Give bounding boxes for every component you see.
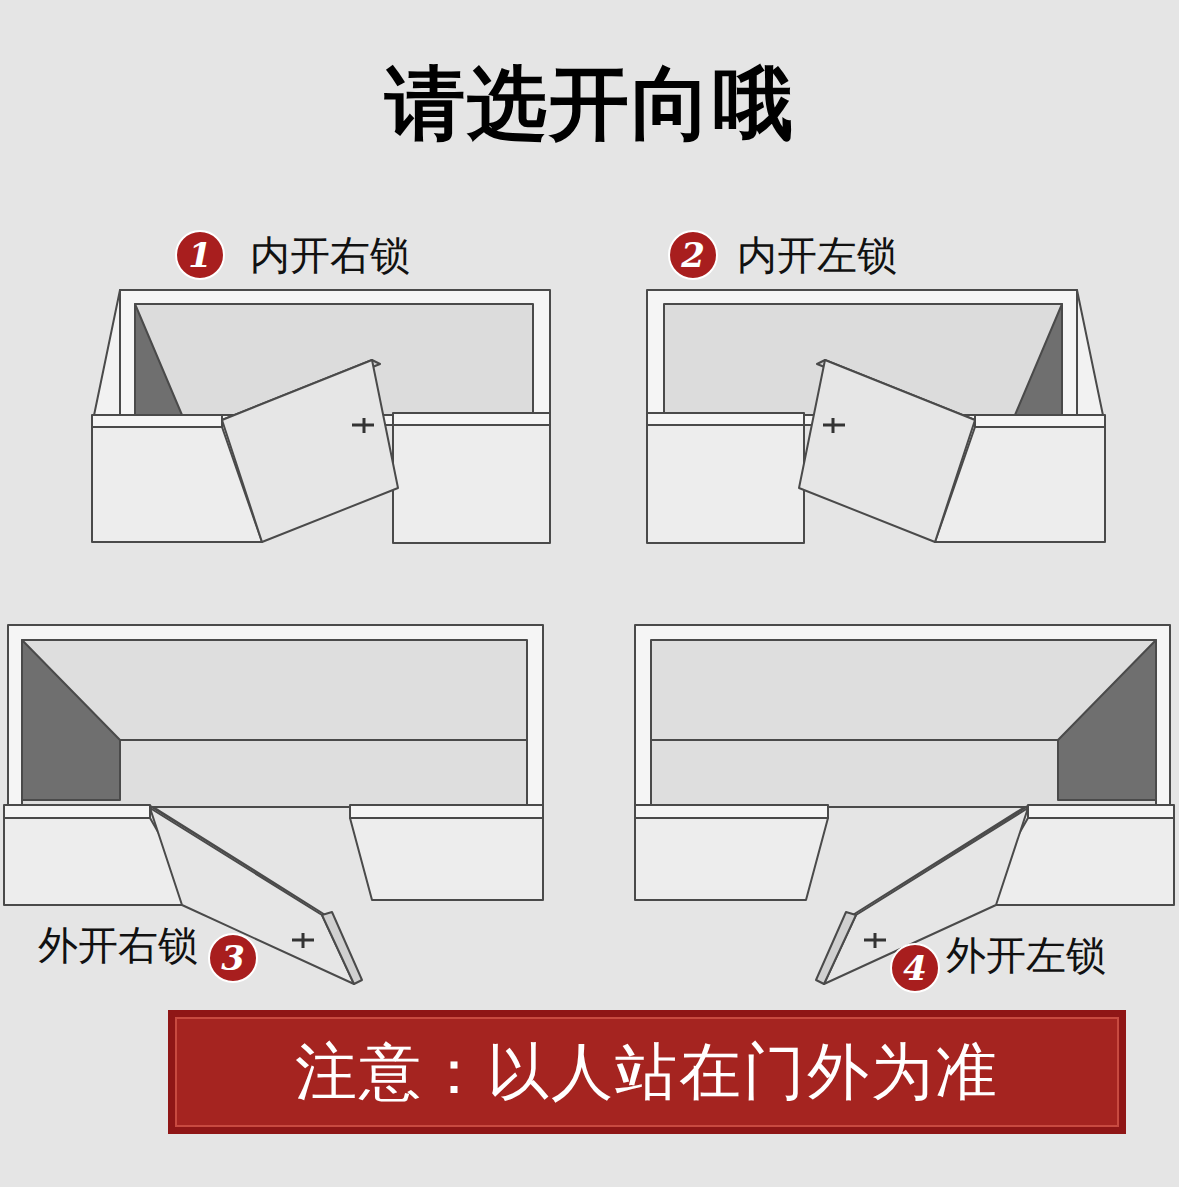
callout-circle: 4 [890, 943, 940, 993]
title: 请选开向哦 [385, 51, 795, 159]
callout-number: 4 [903, 948, 927, 988]
node-body: 1 [175, 230, 225, 280]
door-label: 内开左锁 [737, 228, 897, 283]
callout-number: 2 [681, 235, 705, 275]
door-label: 内开右锁 [250, 228, 410, 283]
notice-banner: 注意：以人站在门外为准 [168, 1010, 1126, 1134]
door-label: 外开左锁 [946, 928, 1106, 983]
callout-circle: 2 [668, 230, 718, 280]
node-body: 2 [668, 230, 718, 280]
node-body: 注意：以人站在门外为准 [168, 1010, 1126, 1134]
door-diagram [4, 625, 543, 984]
callout-number: 3 [221, 938, 245, 978]
node-body: 3 [208, 933, 258, 983]
door-label: 外开右锁 [38, 918, 198, 973]
door-diagram [647, 290, 1105, 543]
node-body: 4 [890, 943, 940, 993]
callout-circle: 1 [175, 230, 225, 280]
callout-circle: 3 [208, 933, 258, 983]
door-diagram [635, 625, 1174, 984]
notice-text: 注意：以人站在门外为准 [295, 1030, 999, 1114]
callout-number: 1 [188, 235, 212, 275]
door-diagram [92, 290, 550, 543]
